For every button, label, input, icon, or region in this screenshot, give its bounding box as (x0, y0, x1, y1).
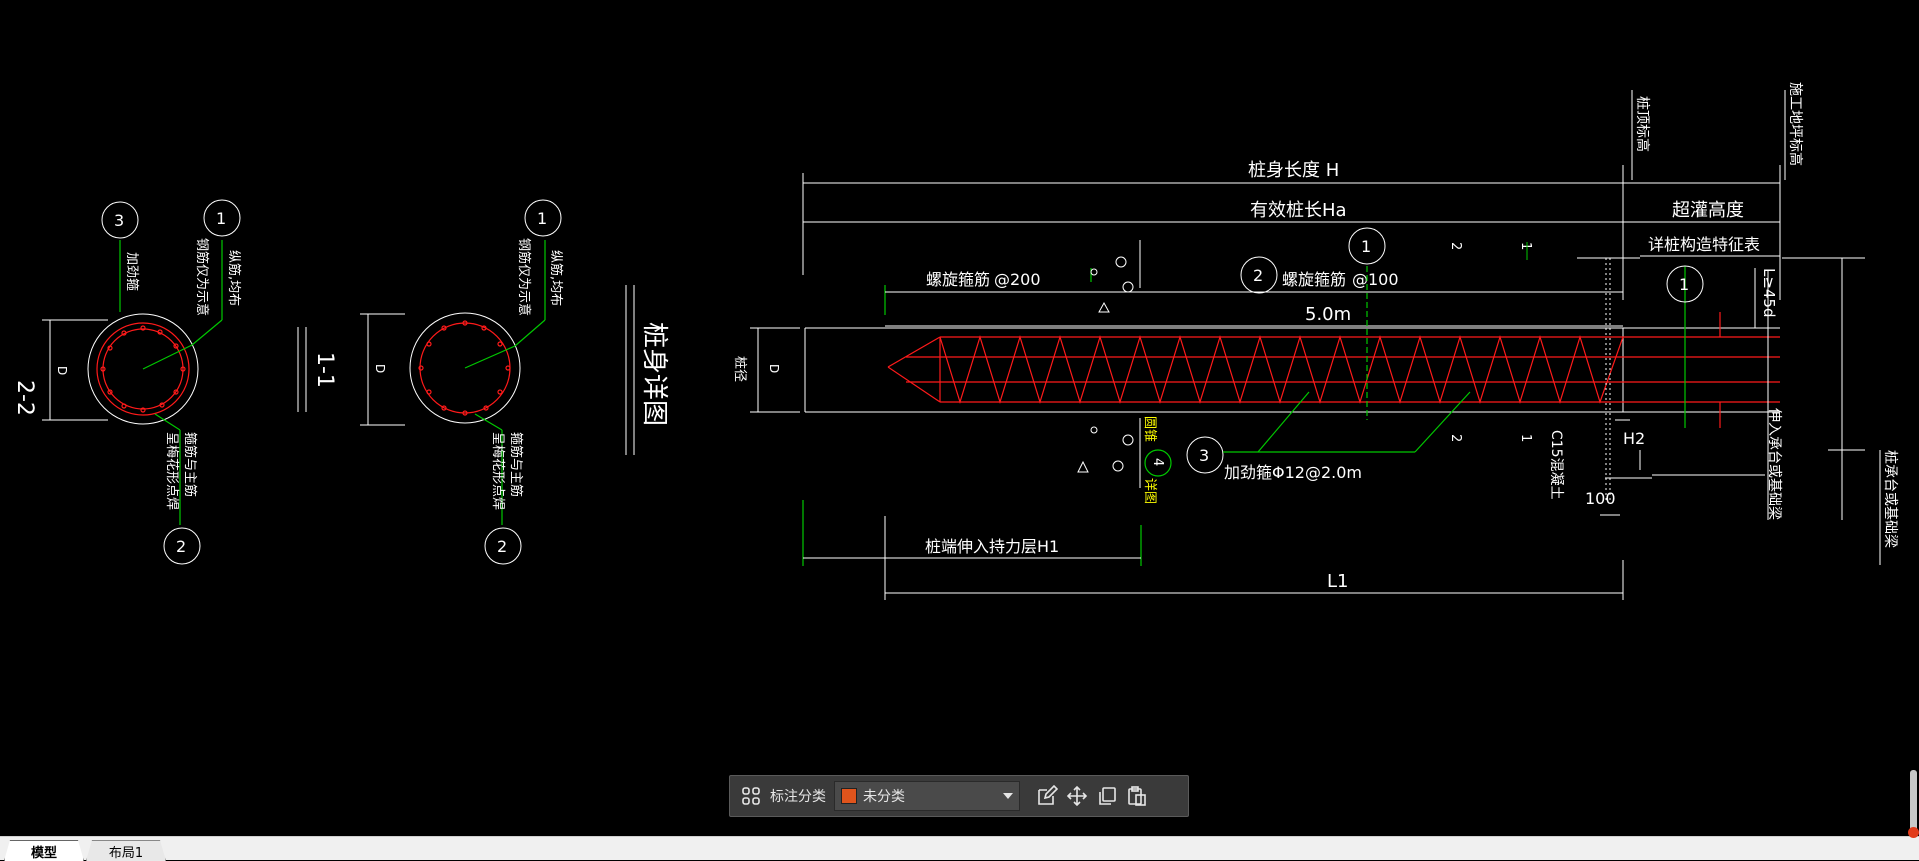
section-1-1-dim-d: D (373, 364, 387, 373)
pile-body-length-label: 桩身长度 H (1248, 160, 1339, 181)
vertical-scroll-indicator[interactable] (1908, 770, 1919, 838)
elevation-callout-1-top: 1 (1361, 237, 1371, 256)
spacing-100-label: @100 (1352, 270, 1399, 289)
cad-drawing-canvas[interactable]: 2-2 D 3 1 2 加劲箍 纵筋,均布 钢筋仅为示意 箍 (0, 0, 1919, 836)
length-5m-label: 5.0m (1305, 304, 1351, 325)
pile-elevation: 桩身长度 H 有效桩长Ha 超灌高度 详桩构造特征表 桩顶标高 施工地坪标高 螺… (732, 82, 1899, 600)
section-1-1-note-bottom-b: 呈梅花形点焊 (490, 432, 506, 510)
section-mark-1-top: 1 (1518, 242, 1533, 250)
section-2-2-callout-1: 1 (216, 209, 226, 228)
drawing-title: 桩身详图 (639, 322, 669, 426)
paste-icon[interactable] (1122, 781, 1152, 811)
h2-label: H2 (1623, 429, 1645, 448)
elevation-callout-3: 3 (1199, 446, 1209, 465)
section-2-2-callout-3: 3 (114, 211, 124, 230)
section-2-2-dim-d: D (55, 366, 69, 375)
section-2-2-note-top-b: 钢筋仅为示意 (194, 238, 210, 316)
section-1-1-note-top-b: 钢筋仅为示意 (516, 238, 532, 316)
spacing-200-label: @200 (994, 270, 1041, 289)
anchor-length-label: L≥45d (1760, 268, 1778, 318)
cone-text-a: 圆锥 (1142, 416, 1157, 442)
scroll-knob-icon[interactable] (1908, 827, 1919, 838)
annotation-category-label: 标注分类 (770, 789, 826, 805)
section-2-2-label: 2-2 (12, 380, 37, 416)
section-2-2-note-3: 加劲箍 (124, 252, 140, 291)
annotation-category-value: 未分类 (863, 789, 905, 805)
category-color-swatch (841, 788, 857, 804)
section-1-1-callout-2: 2 (497, 537, 507, 556)
construction-ground-elevation-label: 施工地坪标高 (1787, 82, 1804, 166)
tab-layout1[interactable]: 布局1 (86, 840, 166, 861)
section-2-2-note-top-a: 纵筋,均布 (226, 250, 242, 306)
pile-end-into-bearing-label: 桩端伸入持力层H1 (925, 537, 1059, 556)
grid-view-icon[interactable] (736, 781, 766, 811)
section-2-2-note-bottom-a: 箍筋与主筋 (182, 432, 198, 497)
section-mark-2-bottom: 2 (1448, 434, 1463, 442)
pile-diameter-label: 桩径 (732, 356, 747, 382)
detail-table-note: 详桩构造特征表 (1648, 235, 1760, 254)
annotation-toolbar: 标注分类 未分类 (729, 775, 1189, 817)
copy-icon[interactable] (1092, 781, 1122, 811)
over-pour-height-label: 超灌高度 (1672, 200, 1744, 221)
edit-icon[interactable] (1032, 781, 1062, 811)
section-mark-2-top: 2 (1448, 242, 1463, 250)
drawing-title-block: 桩身详图 (625, 285, 669, 455)
spiral-stirrup-200-label: 螺旋箍筋 (926, 270, 990, 289)
spiral-stirrup-100-label: 螺旋箍筋 (1282, 270, 1346, 289)
effective-length-label: 有效桩长Ha (1250, 200, 1347, 221)
move-icon[interactable] (1062, 781, 1092, 811)
c15-concrete-label: C15混凝土 (1548, 430, 1564, 500)
section-1-1: 1-1 D 1 2 纵筋,均布 钢筋仅为示意 箍筋与主筋 呈梅花形点焊 (297, 199, 564, 565)
layout-tab-bar: 模型 布局1 (0, 836, 1919, 860)
pile-top-elevation-label: 桩顶标高 (1634, 96, 1651, 152)
chevron-down-icon (1003, 793, 1013, 799)
cap-bottom-far-label: 桩承台或基础梁 (1882, 450, 1899, 548)
cap-bottom-right-label: 伸入承台或基础梁 (1766, 408, 1783, 520)
l1-label: L1 (1327, 571, 1348, 592)
section-1-1-callout-1: 1 (537, 209, 547, 228)
section-2-2-callout-2: 2 (176, 537, 186, 556)
section-1-1-note-top-a: 纵筋,均布 (548, 250, 564, 306)
section-1-1-note-bottom-a: 箍筋与主筋 (508, 432, 524, 497)
stiffener-label: 加劲箍Φ12@2.0m (1224, 463, 1362, 482)
section-2-2-note-bottom-b: 呈梅花形点焊 (164, 432, 180, 510)
section-2-2: 2-2 D 3 1 2 加劲箍 纵筋,均布 钢筋仅为示意 箍 (12, 199, 242, 565)
dim-100-label: 100 (1585, 489, 1616, 508)
elevation-dim-d: D (767, 364, 781, 373)
elevation-callout-1-right: 1 (1679, 275, 1689, 294)
cone-callout-4: 4 (1150, 458, 1165, 466)
elevation-callout-2: 2 (1253, 266, 1263, 285)
cone-text-b: 详图 (1142, 478, 1157, 504)
annotation-category-select[interactable]: 未分类 (834, 781, 1020, 811)
section-1-1-label: 1-1 (312, 352, 337, 388)
tab-model[interactable]: 模型 (4, 840, 84, 861)
section-mark-1-bottom: 1 (1518, 434, 1533, 442)
